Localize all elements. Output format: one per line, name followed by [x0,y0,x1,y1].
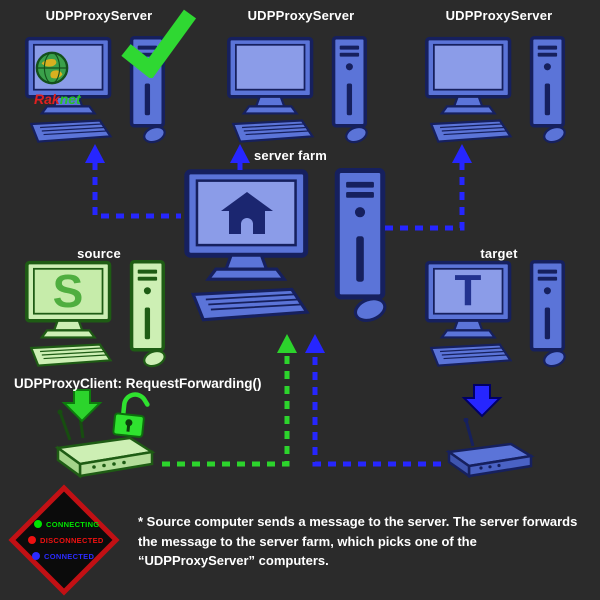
label-proxy1: UDPProxyServer [45,8,153,23]
checkmark-icon [121,9,197,78]
label-target: target [480,246,518,261]
caption-text: * Source computer sends a message to the… [138,514,578,568]
logo-text-red: Rak [34,91,60,107]
label-proxy3: UDPProxyServer [445,8,553,23]
arrow-farm-to-proxy1 [85,144,181,219]
arrow-target-to-router [461,384,503,418]
legend-item-connected: CONNECTED [44,552,94,561]
house-icon [221,192,273,234]
source-screen-letter: S [52,264,84,317]
arrow-target-router-to-farm [305,334,441,467]
legend-dot-disconnected [28,536,36,544]
computer-proxy3 [424,36,574,146]
legend-dot-connected [32,552,40,560]
wireless-router-icon [54,408,156,479]
logo-text-green: net [59,91,81,107]
label-source: source [77,246,121,261]
legend-dot-connecting [34,520,42,528]
legend-diamond [8,484,120,596]
computer-proxy2 [226,36,376,146]
target-router [443,418,538,480]
target-screen-letter: T [454,265,482,315]
label-server-farm: server farm [253,148,328,163]
arrow-source-router-to-farm [162,334,297,467]
wireless-router-icon [445,418,535,479]
logo-text: Raknet [34,92,94,106]
unlocked-padlock-icon [112,392,150,438]
client-call-text: UDPProxyClient: RequestForwarding() [14,376,262,391]
globe-icon [35,51,69,85]
legend-item-disconnected: DISCONNECTED [40,536,104,545]
raknet-logo: Raknet [34,50,94,106]
legend-item-connecting: CONNECTING [46,520,99,529]
source-router [50,408,160,483]
computer-server-farm [183,168,398,326]
label-proxy2: UDPProxyServer [247,8,355,23]
legend: CONNECTING DISCONNECTED CONNECTED [8,484,120,596]
